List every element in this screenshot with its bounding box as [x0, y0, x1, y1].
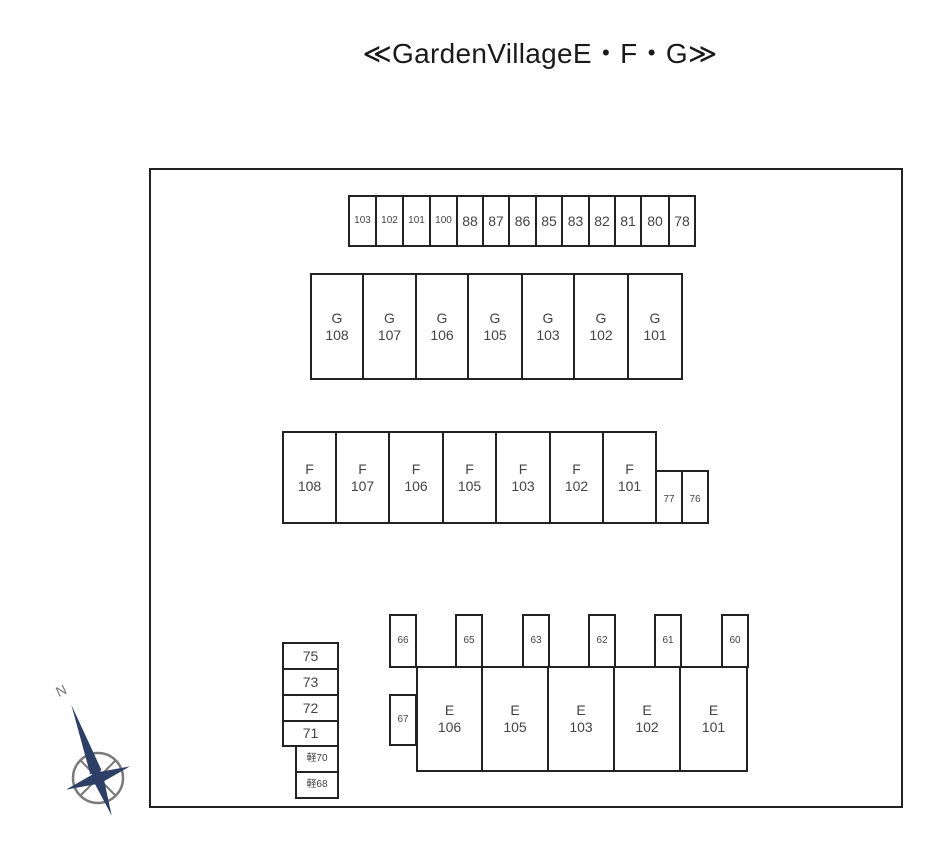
unit-e106: E 106 — [416, 666, 483, 772]
unit-e105: E 105 — [481, 666, 549, 772]
parking-space: 87 — [482, 195, 510, 247]
parking-space: 73 — [282, 668, 339, 696]
unit-f107: F 107 — [335, 431, 390, 524]
parking-space: 62 — [588, 614, 616, 668]
parking-space: 82 — [588, 195, 616, 247]
unit-f108: F 108 — [282, 431, 337, 524]
unit-g107: G 107 — [362, 273, 417, 380]
kei-parking-space: 軽68 — [295, 771, 339, 799]
unit-f103: F 103 — [495, 431, 551, 524]
parking-space: 88 — [456, 195, 484, 247]
parking-space: 72 — [282, 694, 339, 722]
compass-rose: N — [50, 675, 150, 825]
compass-icon: N — [53, 681, 130, 816]
unit-e101: E 101 — [679, 666, 748, 772]
unit-e102: E 102 — [613, 666, 681, 772]
unit-g108: G 108 — [310, 273, 364, 380]
unit-g103: G 103 — [521, 273, 575, 380]
map-title: ≪GardenVillageE・F・G≫ — [362, 38, 718, 69]
parking-space: 76 — [681, 470, 709, 524]
parking-space: 61 — [654, 614, 682, 668]
parking-space: 67 — [389, 694, 417, 746]
parking-space: 102 — [375, 195, 404, 247]
parking-space: 86 — [508, 195, 537, 247]
parking-space: 66 — [389, 614, 417, 668]
unit-f101: F 101 — [602, 431, 657, 524]
parking-space: 100 — [429, 195, 458, 247]
parking-space: 65 — [455, 614, 483, 668]
unit-f106: F 106 — [388, 431, 444, 524]
parking-space: 63 — [522, 614, 550, 668]
parking-space: 77 — [655, 470, 683, 524]
parking-space: 80 — [640, 195, 670, 247]
parking-space: 71 — [282, 720, 339, 747]
north-label: N — [53, 681, 69, 700]
kei-parking-space: 軽70 — [295, 745, 339, 773]
unit-g106: G 106 — [415, 273, 469, 380]
unit-e103: E 103 — [547, 666, 615, 772]
parking-space: 83 — [561, 195, 590, 247]
parking-space: 78 — [668, 195, 696, 247]
unit-g101: G 101 — [627, 273, 683, 380]
parking-space: 81 — [614, 195, 642, 247]
parking-space: 85 — [535, 195, 563, 247]
parking-space: 101 — [402, 195, 431, 247]
parking-space: 60 — [721, 614, 749, 668]
unit-f105: F 105 — [442, 431, 497, 524]
parking-space: 75 — [282, 642, 339, 670]
unit-g102: G 102 — [573, 273, 629, 380]
parking-space: 103 — [348, 195, 377, 247]
site-boundary — [149, 168, 903, 808]
unit-g105: G 105 — [467, 273, 523, 380]
unit-f102: F 102 — [549, 431, 604, 524]
